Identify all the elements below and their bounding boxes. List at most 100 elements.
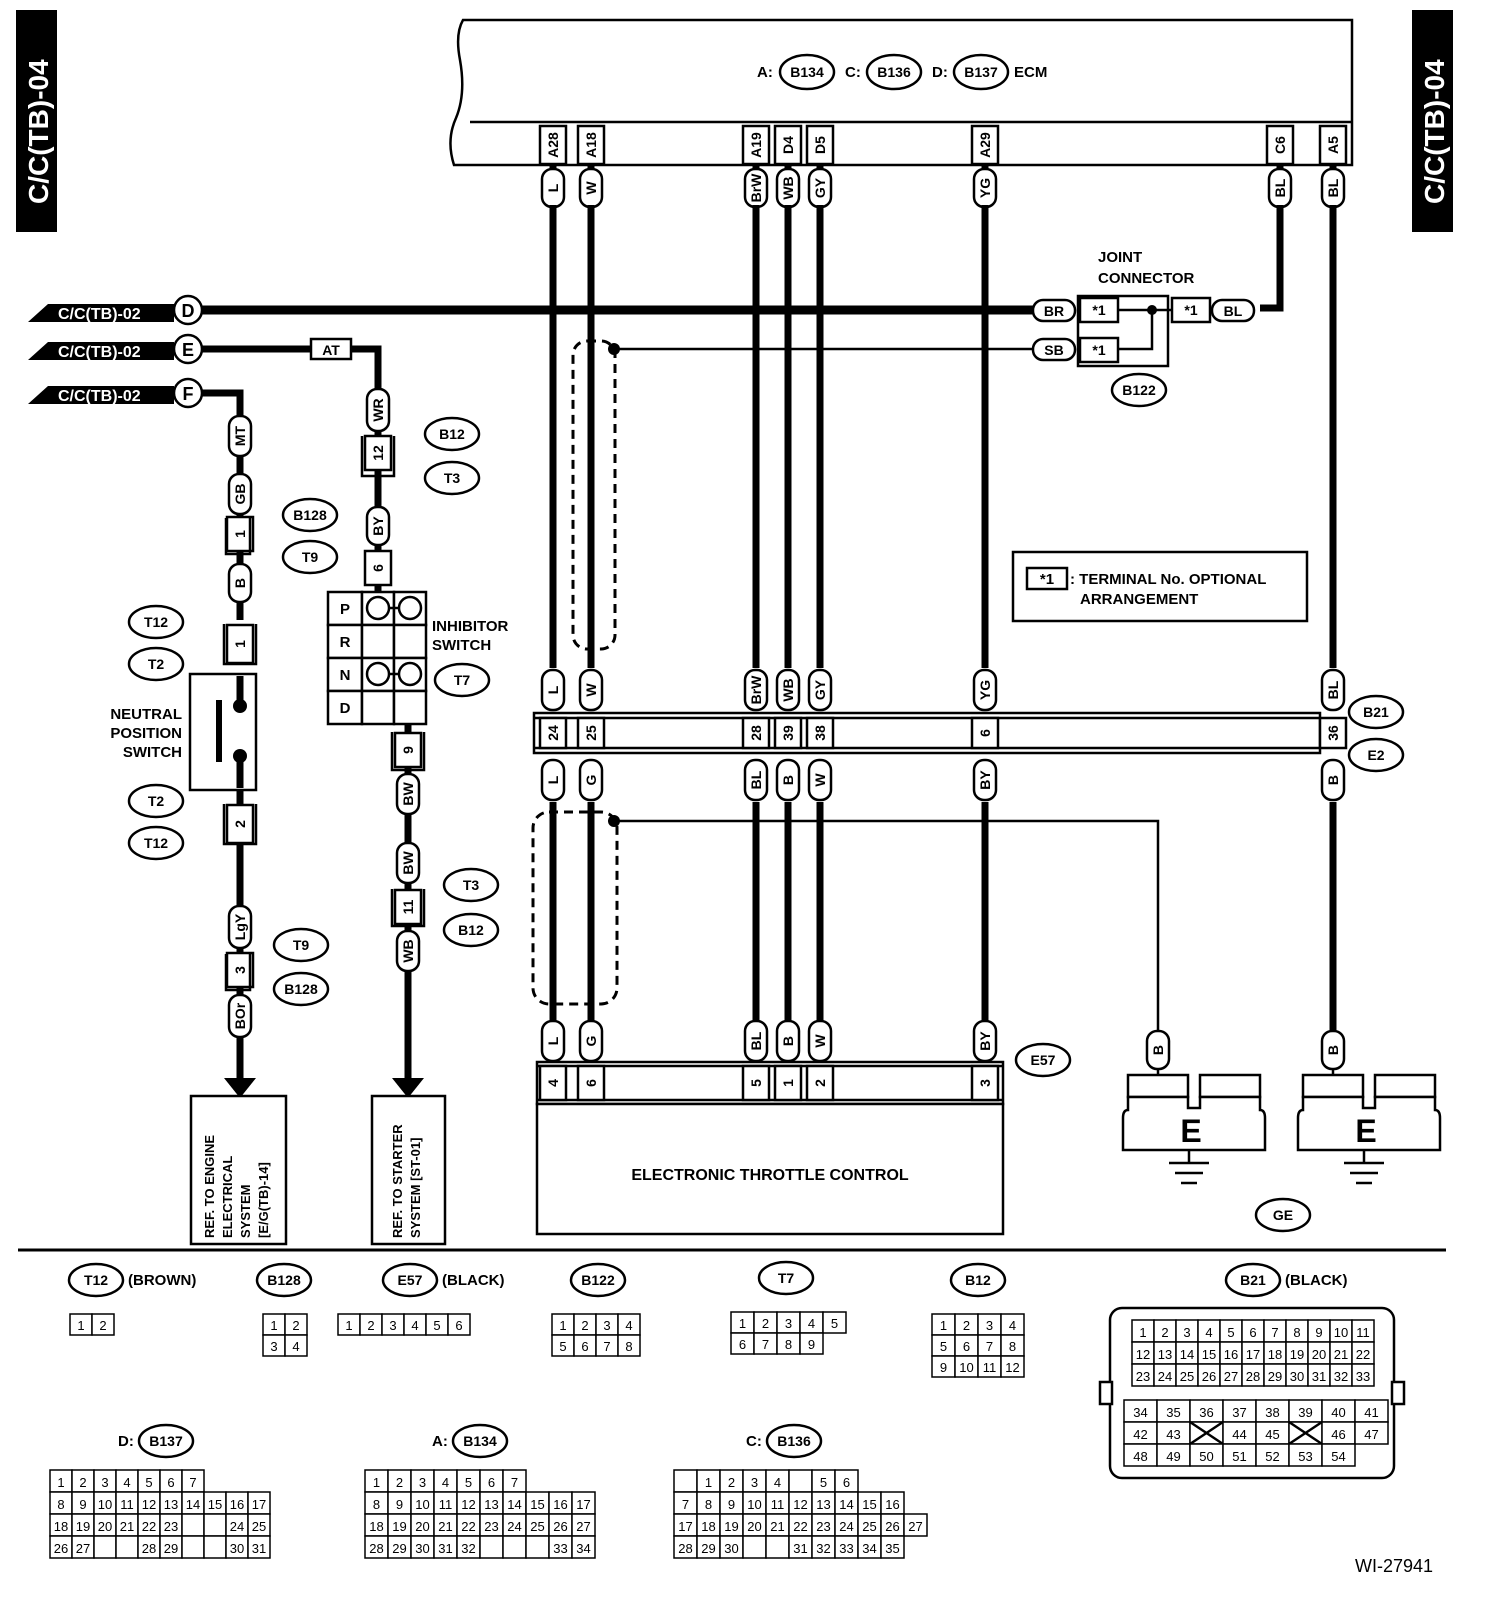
joint-bus [1118, 308, 1154, 351]
b21-band [532, 711, 1322, 755]
inhibitor-b12b: B12 [442, 912, 500, 948]
inhibitor-bracket-2 [390, 732, 426, 772]
grid-b136-pin-26: 26 [885, 1519, 899, 1534]
ecm-title: A: B134 C: B136 D: B137 ECM [757, 53, 1047, 91]
grid-b136-cell [765, 1535, 790, 1559]
grid-b21-bottom-pin-42: 42 [1133, 1427, 1147, 1442]
grid-b137-cell [203, 1535, 227, 1559]
ecm-vertical-wires [549, 205, 1337, 668]
b21-lower-tag-5-shape [972, 758, 998, 802]
e2-conn-oval [1347, 737, 1405, 773]
grid-b136-pin-14: 14 [839, 1497, 853, 1512]
grid-b134-cell [502, 1535, 527, 1559]
etc-wire-tag-5: BY [972, 1019, 998, 1063]
legend-t12-label: T12 [84, 1272, 108, 1288]
b21-lower-tag-2: BL [743, 758, 769, 802]
grid-b136-cell [788, 1469, 813, 1493]
grid-b21-top-pin-20: 20 [1312, 1347, 1326, 1362]
ref-f-arrow [28, 386, 174, 404]
grid-t7-pin-5: 5 [831, 1316, 838, 1331]
grid-b137-pin-24: 24 [230, 1519, 244, 1534]
b21-upper-tag-6-shape [1320, 668, 1346, 712]
ecm-pin-label-D5: D5 [812, 136, 828, 154]
shield-junction-upper [608, 343, 620, 355]
ecm-wire-tag-4: GY [807, 167, 833, 209]
neutral-b128b-label: B128 [284, 981, 318, 997]
grid-b21-bottom-pin-53: 53 [1298, 1449, 1312, 1464]
grid-b137-pin-19: 19 [76, 1519, 90, 1534]
inhibitor-t3b-label: T3 [463, 877, 480, 893]
b21-upper-tag-1-label: W [583, 683, 599, 697]
grid-t7-pin-6: 6 [739, 1337, 746, 1352]
grid-b21-bottom-pin-44: 44 [1232, 1427, 1246, 1442]
ecm-label: ECM [1014, 64, 1047, 81]
legend-b128-oval [255, 1262, 313, 1298]
etc-wire-tag-2: BL [743, 1019, 769, 1063]
inhibitor-pin-6: 6 [363, 549, 393, 587]
grid-b134-pin-2: 2 [396, 1475, 403, 1490]
grid-b122-cell [617, 1334, 641, 1357]
ecm-wire-tag-3: WB [775, 167, 801, 209]
ecm-wire-tag-0: L [540, 167, 566, 209]
neutral-t2a-oval [127, 646, 185, 682]
grid-b21-bottom-cell [1321, 1443, 1356, 1467]
ground-terminal-a-2 [1301, 1073, 1365, 1099]
grid-b136-pin-15: 15 [862, 1497, 876, 1512]
grid-b136-pin-35: 35 [885, 1541, 899, 1556]
neutral-b128a: B128 [281, 497, 339, 533]
b21-upper-tag-1: W [578, 668, 604, 712]
inhibitor-t3a-oval [423, 460, 481, 496]
grid-b21-top-pin-33: 33 [1356, 1369, 1370, 1384]
grid-b12-pin-1: 1 [940, 1318, 947, 1333]
neutral-b128b: B128 [272, 971, 330, 1007]
shield-junction-lower [608, 815, 620, 827]
inhibitor-cell-b-D [392, 689, 428, 726]
grid-b137-cell [247, 1535, 271, 1559]
etc-pin-1 [773, 1064, 803, 1102]
etc-wire-tag-1-label: G [583, 1035, 599, 1046]
b21-upper-tag-4: GY [807, 668, 833, 712]
grid-b134-pin-27: 27 [576, 1519, 590, 1534]
neutral-gb-tag: GB [227, 472, 253, 516]
ecm-conn-a: B134 [790, 64, 824, 80]
grid-e57-pin-2: 2 [367, 1318, 374, 1333]
ground-letter-2: E [1355, 1113, 1376, 1149]
legend-b137-label: B137 [149, 1433, 183, 1449]
inhibitor-pin-6-shape [363, 549, 393, 587]
inhibitor-cell-a-R [360, 623, 396, 660]
neutral-pin-1b-label: 1 [232, 640, 248, 648]
neutral-b-tag-shape [227, 562, 253, 604]
grid-b134-pin-23: 23 [484, 1519, 498, 1534]
grid-b12-pin-2: 2 [963, 1318, 970, 1333]
b21-pin-28 [741, 716, 771, 750]
grid-b136-pin-21: 21 [770, 1519, 784, 1534]
etc-wire-tag-4-shape [807, 1019, 833, 1063]
grid-b134-pin-19: 19 [392, 1519, 406, 1534]
inhibitor-wb-tag-label: WB [400, 939, 416, 962]
inhibitor-contact-a-N [365, 661, 391, 687]
grid-b136-pin-23: 23 [816, 1519, 830, 1534]
inhibitor-wr-tag-label: WR [370, 398, 386, 421]
grid-b136-pin-11: 11 [771, 1497, 785, 1512]
neutral-pin-2: 2 [225, 803, 255, 845]
grid-b137-pin-28: 28 [142, 1541, 156, 1556]
grid-b12-pin-5: 5 [940, 1339, 947, 1354]
grid-b122-pin-8: 8 [625, 1339, 632, 1354]
neutral-t9b-label: T9 [293, 937, 310, 953]
grid-b21-top-pin-9: 9 [1315, 1325, 1322, 1340]
grid-b136-pin-24: 24 [839, 1519, 853, 1534]
grid-t7-pin-2: 2 [762, 1316, 769, 1331]
grid-b21-top-pin-14: 14 [1180, 1347, 1194, 1362]
ecm-wire-tag-0-label: L [545, 183, 561, 192]
inhibitor-cell-b-R [392, 623, 428, 660]
inhibitor-wr-tag: WR [365, 387, 391, 433]
neutral-gb-tag-label: GB [232, 484, 248, 505]
grid-b122-pin-1: 1 [559, 1318, 566, 1333]
neutral-t2a-label: T2 [148, 656, 165, 672]
grid-b136-pin-33: 33 [839, 1541, 853, 1556]
ground-wire-tag-2-label: B [1325, 1045, 1341, 1055]
grid-b136-pin-3: 3 [751, 1475, 758, 1490]
neutral-pin-2-shape [225, 803, 255, 845]
